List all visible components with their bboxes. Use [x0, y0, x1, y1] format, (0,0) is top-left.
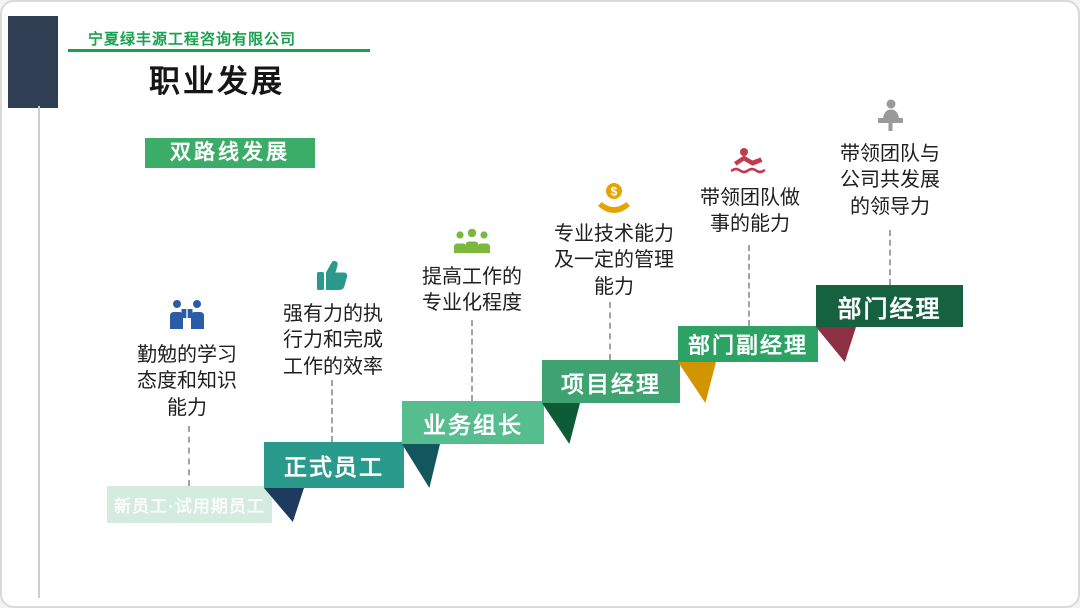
swimmer-icon: [730, 146, 770, 181]
dual-route-badge: 双路线发展: [145, 138, 315, 168]
header-underline: [68, 49, 370, 52]
dashed-connector: [609, 302, 611, 360]
dashed-connector: [188, 426, 190, 486]
fold-wedge: [402, 444, 440, 488]
team-icon: [452, 226, 492, 261]
company-name: 宁夏绿丰源工程咨询有限公司: [88, 31, 297, 48]
step-bar-project-manager: 项目经理: [542, 360, 680, 403]
fold-wedge: [678, 362, 716, 403]
dashed-connector: [748, 245, 750, 326]
step-desc: 带领团队做 事的能力: [700, 187, 800, 236]
coin-hand-icon: $: [594, 182, 634, 221]
step-bar-department-manager: 部门经理: [816, 285, 963, 327]
step-bar-regular-employee: 正式员工: [264, 442, 404, 488]
step-bar-team-leader: 业务组长: [402, 401, 544, 444]
step-desc: 勤勉的学习 态度和知识 能力: [137, 344, 237, 419]
learning-icon: [167, 298, 207, 337]
dashed-connector: [331, 380, 333, 442]
fold-wedge: [816, 327, 856, 362]
step-bar-deputy-manager: 部门副经理: [678, 326, 818, 362]
step-desc: 强有力的执 行力和完成 工作的效率: [283, 303, 383, 378]
fold-wedge: [542, 403, 580, 444]
step-desc: 提高工作的 专业化程度: [422, 266, 522, 315]
page-title: 职业发展: [149, 64, 285, 99]
dashed-connector: [889, 230, 891, 285]
step-desc: 带领团队与 公司共发展 的领导力: [840, 143, 940, 218]
dashed-connector: [471, 320, 473, 401]
thumbs-up-icon: [315, 258, 351, 297]
left-accent-line: [38, 106, 40, 598]
corner-accent-block: [8, 16, 58, 108]
step-bar-new-employee: 新员工·试用期员工: [107, 486, 272, 523]
leader-reading-icon: [872, 98, 908, 137]
step-desc: 专业技术能力 及一定的管理 能力: [554, 223, 674, 298]
svg-text:$: $: [611, 185, 618, 199]
